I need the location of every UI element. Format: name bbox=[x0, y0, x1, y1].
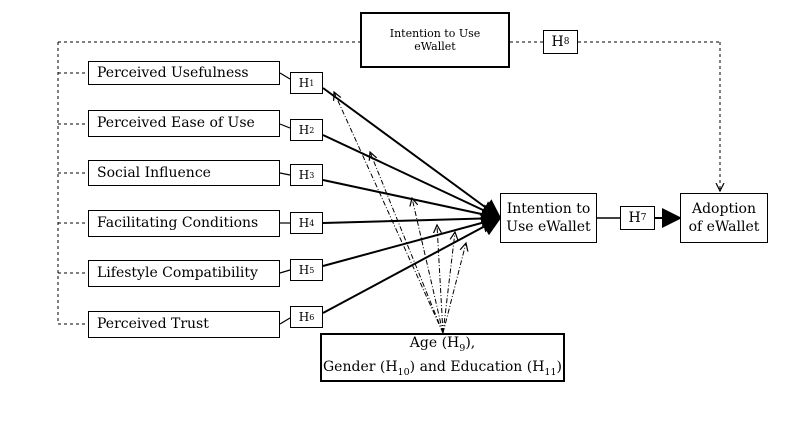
construct-label: Lifestyle Compatibility bbox=[97, 265, 258, 281]
construct-perceived-ease-of-use: Perceived Ease of Use bbox=[88, 110, 280, 137]
moderator-age-line: Age (H9), bbox=[410, 334, 475, 358]
edu-end: ) bbox=[556, 358, 562, 375]
age-sub: 9 bbox=[459, 342, 466, 354]
gender-end: ) and Education (H bbox=[409, 358, 545, 375]
adoption-line2: of eWallet bbox=[688, 219, 760, 235]
h8-sub: 8 bbox=[563, 37, 570, 47]
h-text: H bbox=[298, 123, 310, 137]
intention-line1: Intention to bbox=[506, 201, 591, 217]
top-box-line2: eWallet bbox=[414, 40, 456, 53]
construct-label: Perceived Trust bbox=[97, 316, 209, 332]
h8-text: H bbox=[551, 34, 564, 50]
adoption-line1: Adoption bbox=[691, 201, 756, 217]
moderators-box: Age (H9), Gender (H10) and Education (H1… bbox=[320, 333, 565, 382]
construct-label: Perceived Usefulness bbox=[97, 64, 249, 81]
intention-line2: Use eWallet bbox=[506, 219, 591, 235]
h-sub: 6 bbox=[309, 312, 315, 322]
h7-sub: 7 bbox=[640, 213, 647, 223]
construct-lifestyle-compatibility: Lifestyle Compatibility bbox=[88, 260, 280, 287]
age-text: Age (H bbox=[409, 334, 460, 351]
gender-text: Gender (H bbox=[323, 358, 398, 375]
age-end: ), bbox=[465, 334, 476, 351]
adoption-of-ewallet-box: Adoption of eWallet bbox=[680, 193, 768, 243]
h-sub: 3 bbox=[309, 170, 315, 180]
construct-perceived-trust: Perceived Trust bbox=[88, 311, 280, 338]
h-text: H bbox=[298, 263, 310, 277]
h-sub: 4 bbox=[309, 218, 315, 228]
h-text: H bbox=[298, 76, 310, 90]
h-text: H bbox=[298, 310, 310, 324]
intention-to-use-ewallet-box: Intention to Use eWallet bbox=[500, 193, 597, 243]
h-text: H bbox=[298, 216, 310, 230]
construct-facilitating-conditions: Facilitating Conditions bbox=[88, 210, 280, 237]
construct-social-influence: Social Influence bbox=[88, 160, 280, 186]
construct-label: Social Influence bbox=[97, 164, 211, 181]
h-text: H bbox=[298, 168, 310, 182]
moderator-gender-education-line: Gender (H10) and Education (H11) bbox=[323, 358, 562, 382]
intention-to-use-top-box: Intention to Use eWallet bbox=[360, 12, 510, 68]
construct-label: Perceived Ease of Use bbox=[97, 115, 255, 131]
edu-sub: 11 bbox=[544, 366, 557, 378]
h-sub: 2 bbox=[309, 125, 315, 135]
construct-label: Facilitating Conditions bbox=[97, 215, 259, 231]
top-box-line1: Intention to Use bbox=[389, 27, 481, 40]
gender-sub: 10 bbox=[397, 366, 410, 378]
h-sub: 5 bbox=[309, 265, 315, 275]
h7-text: H bbox=[628, 210, 641, 226]
construct-perceived-usefulness: Perceived Usefulness bbox=[88, 61, 280, 85]
h-sub: 1 bbox=[309, 78, 315, 88]
